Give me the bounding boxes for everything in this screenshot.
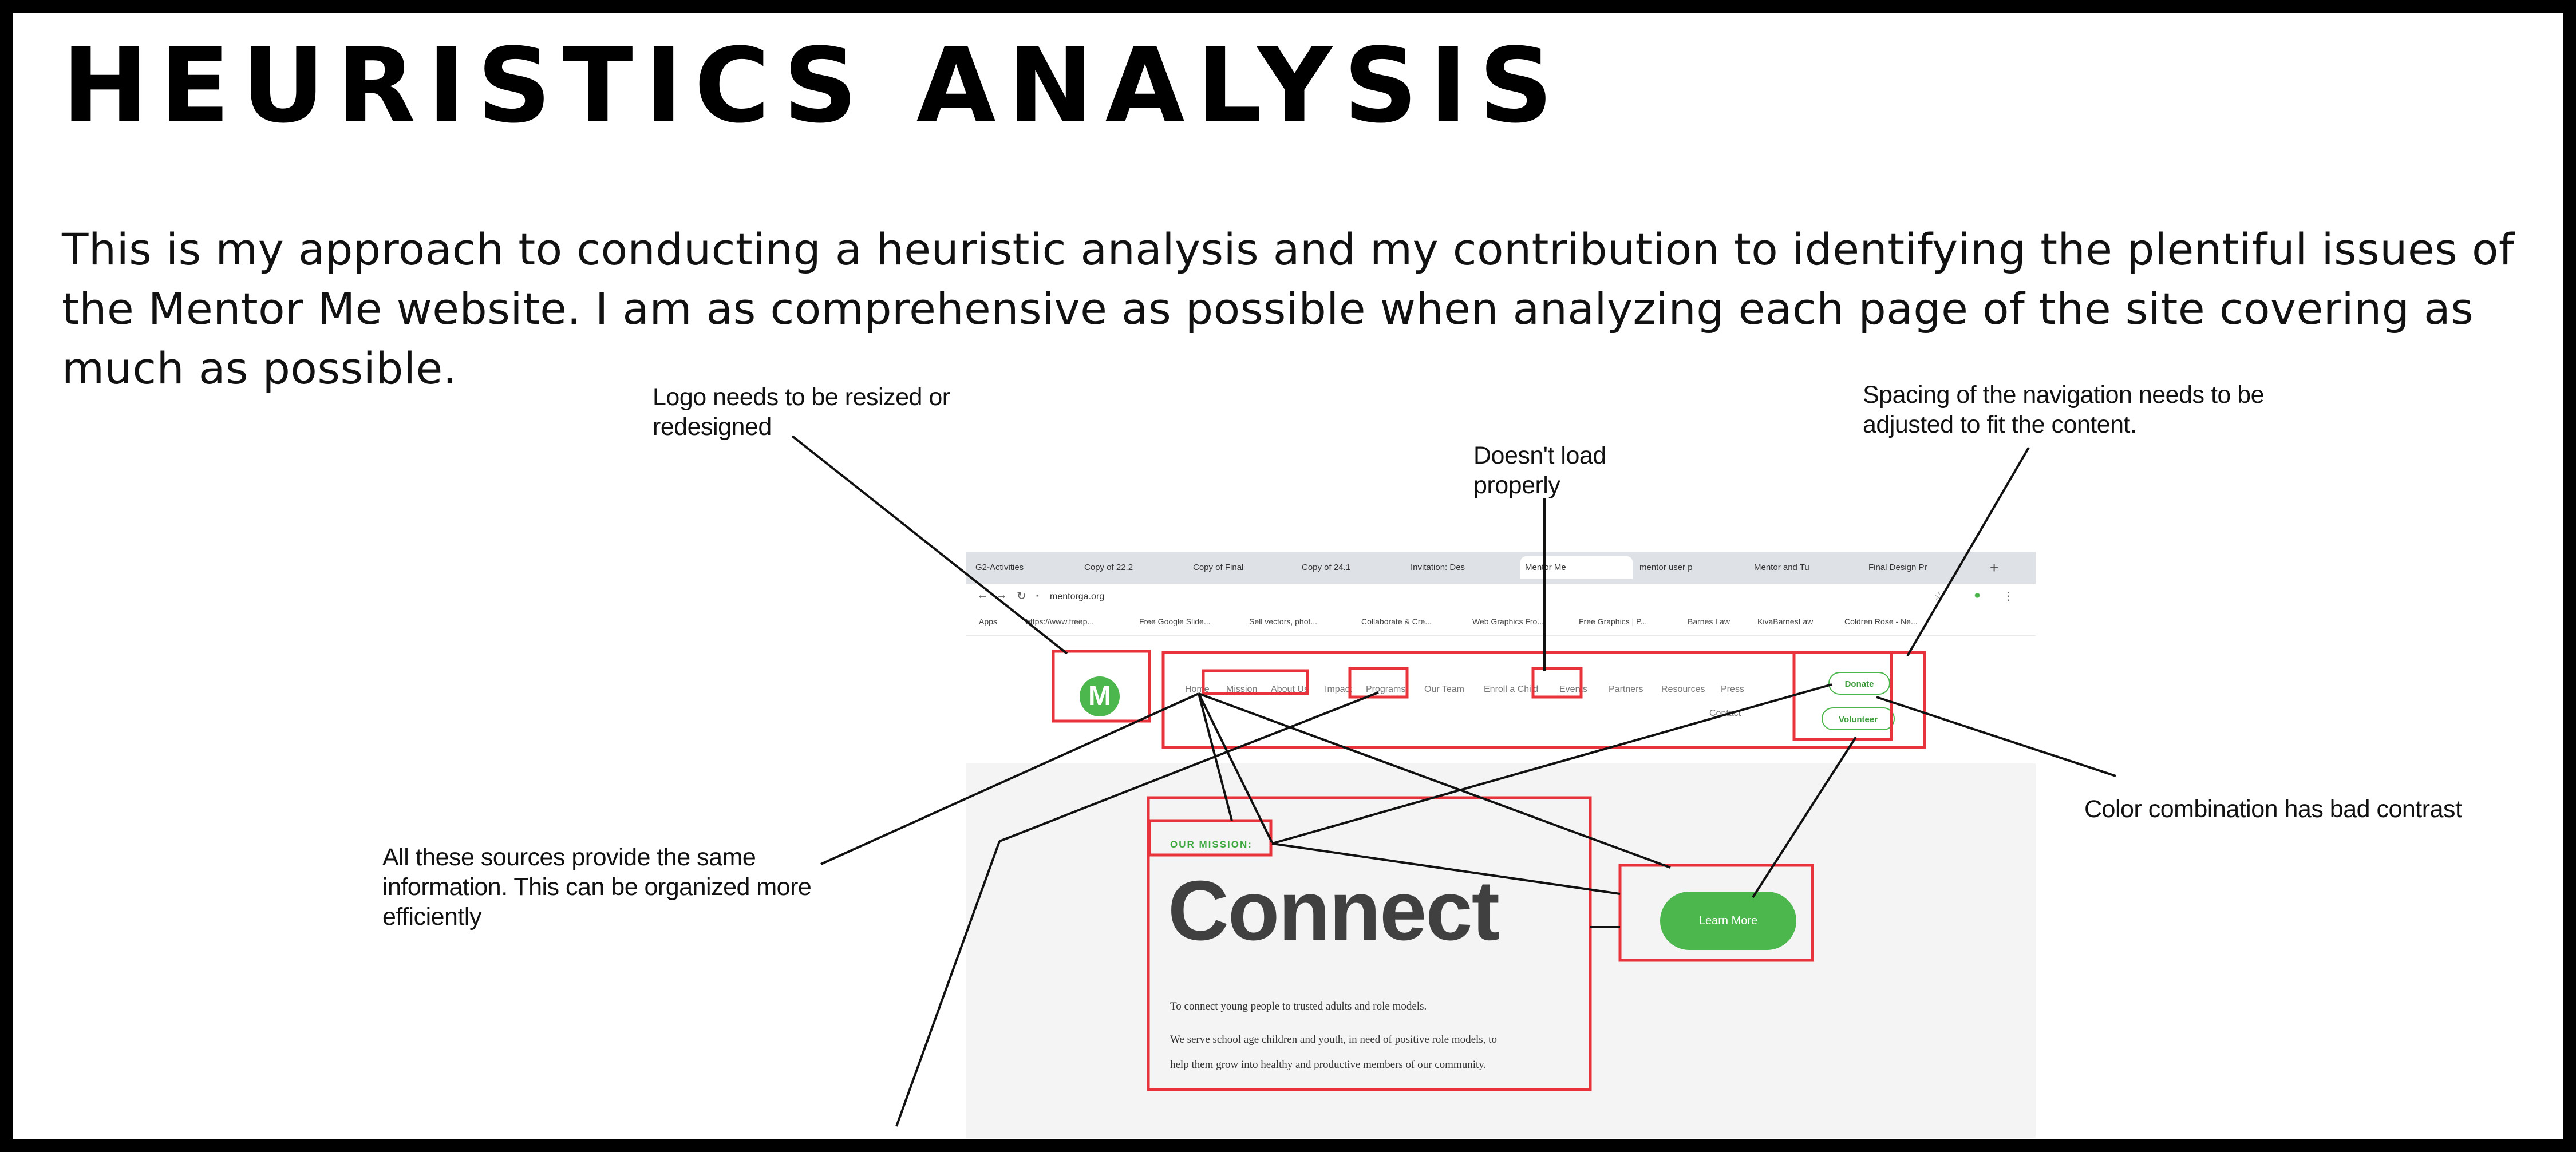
donate-button[interactable]: Donate — [1828, 672, 1890, 695]
website-screenshot: G2-Activities Copy of 22.2 Copy of Final… — [966, 552, 2036, 1138]
bookmark-item[interactable]: Free Google Slide... — [1139, 617, 1211, 626]
nav-item-mission[interactable]: Mission — [1226, 684, 1258, 694]
leader-line-programs-1 — [999, 691, 1379, 842]
url-field[interactable]: mentorga.org — [1050, 592, 1105, 601]
leader-line-sources-5 — [1271, 842, 1621, 895]
annotation-sources: All these sources provide the same infor… — [382, 844, 812, 931]
leader-line-sources-4 — [1198, 692, 1671, 869]
browser-tab[interactable]: Mentor and Tu — [1754, 563, 1809, 572]
nav-item-enroll-a-child[interactable]: Enroll a Child — [1484, 684, 1539, 694]
nav-item-impact[interactable]: Impact — [1325, 684, 1353, 694]
annotation-contrast: Color combination has bad contrast — [2084, 795, 2462, 823]
bookmark-item[interactable]: Barnes Law — [1688, 617, 1730, 626]
leader-line-sources-1 — [820, 692, 1199, 865]
highlight-mission-section — [1147, 796, 1592, 1091]
leader-line-logo — [791, 435, 1068, 655]
leader-line-contrast-3 — [1752, 736, 1857, 898]
nav-item-partners[interactable]: Partners — [1609, 684, 1643, 694]
bookmark-item[interactable]: https://www.freep... — [1026, 617, 1095, 626]
hero-section — [966, 763, 2036, 1138]
address-bar: ← → ↻ ▪ mentorga.org ☆ ● ⋮ — [966, 584, 2036, 611]
annotation-overlay — [791, 435, 2116, 1127]
browser-tab-active[interactable]: Mentor Me — [1520, 556, 1633, 579]
highlight-cta-buttons — [1792, 651, 1893, 741]
bookmark-item[interactable]: Coldren Rose - Ne... — [1844, 617, 1918, 626]
learn-more-button[interactable]: Learn More — [1660, 892, 1796, 950]
leader-line-nav — [1906, 446, 2030, 657]
bookmarks-bar: Apps https://www.freep... Free Google Sl… — [966, 610, 2036, 636]
nav-item-press[interactable]: Press — [1721, 684, 1744, 694]
annotation-nav-spacing: Spacing of the navigation needs to be ad… — [1863, 381, 2265, 438]
site-navigation: Home Mission About Us Impact Programs Ou… — [1185, 684, 1815, 718]
mission-text-2: We serve school age children and youth, … — [1170, 1034, 1497, 1046]
mission-text-3: help them grow into healthy and producti… — [1170, 1059, 1487, 1071]
browser-tab[interactable]: Copy of Final — [1193, 563, 1244, 572]
nav-item-resources[interactable]: Resources — [1661, 684, 1705, 694]
nav-item-about-us[interactable]: About Us — [1271, 684, 1309, 694]
highlight-events-link — [1531, 667, 1583, 699]
browser-tab[interactable]: Final Design Pr — [1868, 563, 1927, 572]
nav-item-contact[interactable]: Contact — [1709, 708, 1741, 718]
leader-line-sources-2 — [1198, 693, 1273, 843]
browser-tab[interactable]: mentor user p — [1639, 563, 1693, 572]
highlight-mission-label — [1148, 819, 1273, 857]
leader-line-contrast-1 — [1876, 696, 2116, 777]
browser-tab[interactable]: Copy of 22.2 — [1084, 563, 1133, 572]
browser-tab[interactable]: Copy of 24.1 — [1302, 563, 1351, 572]
nav-item-programs[interactable]: Programs — [1366, 684, 1406, 694]
slide: HEURISTICS ANALYSIS This is my approach … — [13, 13, 2563, 1139]
mission-label: OUR MISSION: — [1170, 839, 1253, 850]
hero-headline: Connect — [1168, 864, 1500, 958]
volunteer-button[interactable]: Volunteer — [1822, 707, 1895, 730]
highlight-mission-link — [1202, 669, 1309, 695]
browser-tab[interactable]: Invitation: Des — [1411, 563, 1465, 572]
menu-icon[interactable]: ⋮ — [2002, 590, 2014, 603]
bookmark-item[interactable]: Free Graphics | P... — [1579, 617, 1647, 626]
bookmark-item[interactable]: KivaBarnesLaw — [1757, 617, 1814, 626]
bookmark-item[interactable]: Sell vectors, phot... — [1249, 617, 1318, 626]
leader-line-programs-2 — [895, 841, 1001, 1127]
reload-icon[interactable]: ↻ — [1017, 590, 1026, 603]
nav-item-our-team[interactable]: Our Team — [1424, 684, 1464, 694]
profile-icon[interactable]: ● — [1974, 589, 1981, 601]
browser-tab-strip: G2-Activities Copy of 22.2 Copy of Final… — [966, 552, 2036, 584]
new-tab-icon[interactable]: + — [1990, 559, 1999, 576]
annotation-load: Doesn't load properly — [1473, 442, 1606, 499]
page-title: HEURISTICS ANALYSIS — [62, 26, 1564, 146]
annotation-logo: Logo needs to be resized or redesigned — [653, 383, 950, 441]
bookmark-item[interactable]: Apps — [979, 617, 997, 626]
lock-icon: ▪ — [1036, 591, 1039, 600]
browser-tab[interactable]: G2-Activities — [975, 563, 1024, 572]
highlight-programs-link — [1348, 667, 1409, 699]
back-icon[interactable]: ← — [977, 589, 988, 601]
bookmark-item[interactable]: Collaborate & Cre... — [1361, 617, 1432, 626]
bookmark-item[interactable]: Web Graphics Fro... — [1472, 617, 1544, 626]
mission-text-1: To connect young people to trusted adult… — [1170, 1000, 1427, 1012]
highlight-logo — [1052, 650, 1151, 723]
highlight-learn-more — [1618, 864, 1814, 962]
intro-paragraph: This is my approach to conducting a heur… — [62, 224, 2515, 394]
mentor-me-logo[interactable]: M — [1080, 676, 1120, 716]
leader-line-contrast-2 — [1271, 683, 1832, 845]
